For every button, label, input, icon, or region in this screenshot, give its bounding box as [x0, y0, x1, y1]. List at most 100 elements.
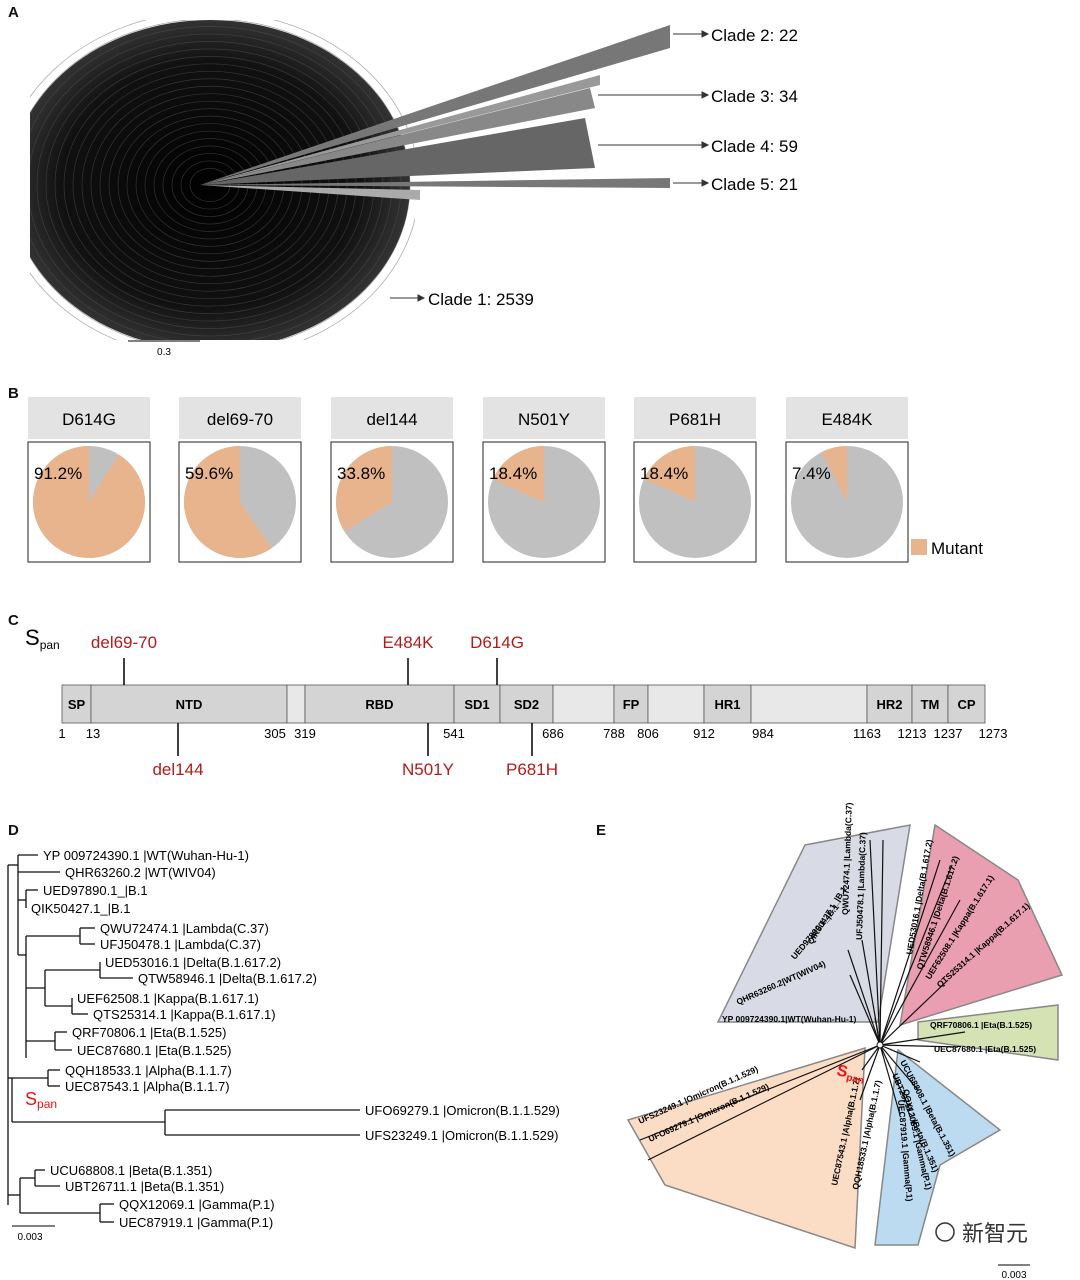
clade-4-label: Clade 4: 59 [711, 137, 798, 156]
tree-d-leaf: QIK50427.1_|B.1 [31, 901, 131, 916]
tree-e-leaf: QWU72474.1 |Lambda(C.37) [840, 802, 854, 915]
clade-region-omicron-alpha [626, 1046, 866, 1250]
domain-CP: CP [947, 684, 986, 724]
tree-d-leaf: QHR63260.2 |WT(WIV04) [65, 865, 216, 880]
pie-chart-E484K: E484K 7.4% [785, 397, 909, 563]
position-tick: 13 [86, 726, 100, 741]
domain-NTD: NTD [90, 684, 288, 724]
mutation-label: P681H [506, 760, 558, 779]
domain-FP: FP [613, 684, 649, 724]
clade-region-lambda-b1-wt [716, 824, 911, 1023]
panel-e-label: E [596, 822, 607, 839]
pie-slice-mutant [643, 446, 695, 502]
mutation-label: E484K [382, 633, 434, 652]
domain-label: NTD [176, 697, 203, 712]
tree-d-leaf: UBT26711.1 |Beta(B.1.351) [65, 1179, 224, 1194]
pie-header [28, 397, 150, 439]
tree-e-leaf: QRF70806.1 |Eta(B.1.525) [930, 1020, 1032, 1030]
tree-e-leaf: UFJ50478.1 |Lambda(C.37) [854, 832, 868, 940]
tree-e-leaf: UEC87680.1 |Eta(B.1.525) [934, 1044, 1036, 1054]
pie-title: del69-70 [207, 410, 273, 429]
pie-percent-label: 18.4% [640, 464, 688, 483]
tree-e-root [876, 1041, 884, 1049]
pie-chart-P681H: P681H 18.4% [633, 397, 757, 563]
tree-d-leaf: UEC87919.1 |Gamma(P.1) [119, 1215, 273, 1230]
span-marker-e: Span [835, 1062, 867, 1087]
domain-SD1: SD1 [453, 684, 501, 724]
domain-label: SD1 [464, 697, 489, 712]
position-tick: 1213 [898, 726, 927, 741]
clade-3-label: Clade 3: 34 [711, 87, 798, 106]
tree-d-leaf: QWU72474.1 |Lambda(C.37) [100, 921, 269, 936]
legend-swatch-mutant [911, 539, 927, 555]
mutation-pie-charts: D614G91.2%del69-7059.6%del14433.8%N501Y1… [27, 397, 983, 563]
mutation-label: del144 [152, 760, 203, 779]
domain-label: HR1 [714, 697, 740, 712]
mutation-top-E484K: E484K [382, 633, 434, 685]
position-tick: 541 [443, 726, 465, 741]
position-tick: 1237 [934, 726, 963, 741]
panel-c-label: C [8, 612, 19, 629]
clade-region-delta-kappa [899, 823, 1064, 1027]
position-tick: 1 [58, 726, 65, 741]
domain-linker [286, 684, 306, 724]
pie-title: D614G [62, 410, 116, 429]
domain-TM: TM [911, 684, 949, 724]
clade-wedges [200, 25, 670, 200]
domain-RBD: RBD [304, 684, 455, 724]
pie-slice-mutant [821, 446, 847, 502]
tree-d-leaf: UFO69279.1 |Omicron(B.1.1.529) [365, 1103, 560, 1118]
pie-header [786, 397, 908, 439]
domain-label: HR2 [876, 697, 902, 712]
position-tick: 984 [752, 726, 774, 741]
mutation-bottom-del144: del144 [152, 723, 204, 779]
position-tick: 1163 [853, 726, 881, 741]
mutation-bottom-N501Y: N501Y [402, 723, 454, 779]
tree-d-leaf: UEC87680.1 |Eta(B.1.525) [77, 1043, 231, 1058]
domain-label: FP [623, 697, 640, 712]
clade-region-beta-gamma [874, 1048, 1002, 1246]
tree-d-leaf: UFS23249.1 |Omicron(B.1.1.529) [365, 1128, 558, 1143]
mutation-top-D614G: D614G [470, 633, 524, 685]
domain-linker [750, 684, 868, 724]
pie-slice-mutant [33, 446, 145, 558]
position-tick: 319 [294, 726, 316, 741]
mutation-label: del69-70 [91, 633, 157, 652]
clade-2-label: Clade 2: 22 [711, 26, 798, 45]
tree-d-leaf: UFJ50478.1 |Lambda(C.37) [100, 937, 261, 952]
position-tick: 305 [264, 726, 286, 741]
tree-d-leaf: QTW58946.1 |Delta(B.1.617.2) [138, 971, 317, 986]
clade-region-eta [917, 1004, 1059, 1061]
position-tick: 806 [637, 726, 659, 741]
domain-linker [552, 684, 615, 724]
pie-header [483, 397, 605, 439]
pie-percent-label: 33.8% [337, 464, 385, 483]
clade-1-dense-circle [30, 20, 415, 340]
svg-text:新智元: 新智元 [962, 1221, 1028, 1246]
scale-bar-d-label: 0.003 [17, 1232, 42, 1243]
tree-d-leaf: UEF62508.1 |Kappa(B.1.617.1) [77, 991, 259, 1006]
tree-d-leaf: QTS25314.1 |Kappa(B.1.617.1) [93, 1007, 276, 1022]
pie-title: E484K [821, 410, 873, 429]
pie-percent-label: 7.4% [792, 464, 831, 483]
clade-tree-figure: Clade 2: 22 Clade 3: 34 Clade 4: 59 Clad… [30, 20, 798, 358]
span-title: Span [25, 625, 60, 652]
panel-a-label: A [8, 4, 19, 21]
domain-SD2: SD2 [499, 684, 554, 724]
pie-header [634, 397, 756, 439]
linear-phylogenetic-tree: YP 009724390.1 |WT(Wuhan-Hu-1)QHR63260.2… [7, 848, 560, 1243]
scale-bar-e-label: 0.003 [1001, 1270, 1026, 1280]
tree-d-leaf: QRF70806.1 |Eta(B.1.525) [72, 1025, 226, 1040]
pie-slice-mutant [492, 446, 544, 502]
tree-e-leaf: YP 009724390.1|WT(Wuhan-Hu-1) [722, 1014, 856, 1024]
position-tick: 912 [693, 726, 715, 741]
tree-d-leaf: UED53016.1 |Delta(B.1.617.2) [105, 955, 281, 970]
tree-d-leaf: UEC87543.1 |Alpha(B.1.1.7) [65, 1079, 230, 1094]
span-marker-d: Span [25, 1089, 57, 1111]
pie-title: P681H [669, 410, 721, 429]
domain-label: RBD [365, 697, 393, 712]
